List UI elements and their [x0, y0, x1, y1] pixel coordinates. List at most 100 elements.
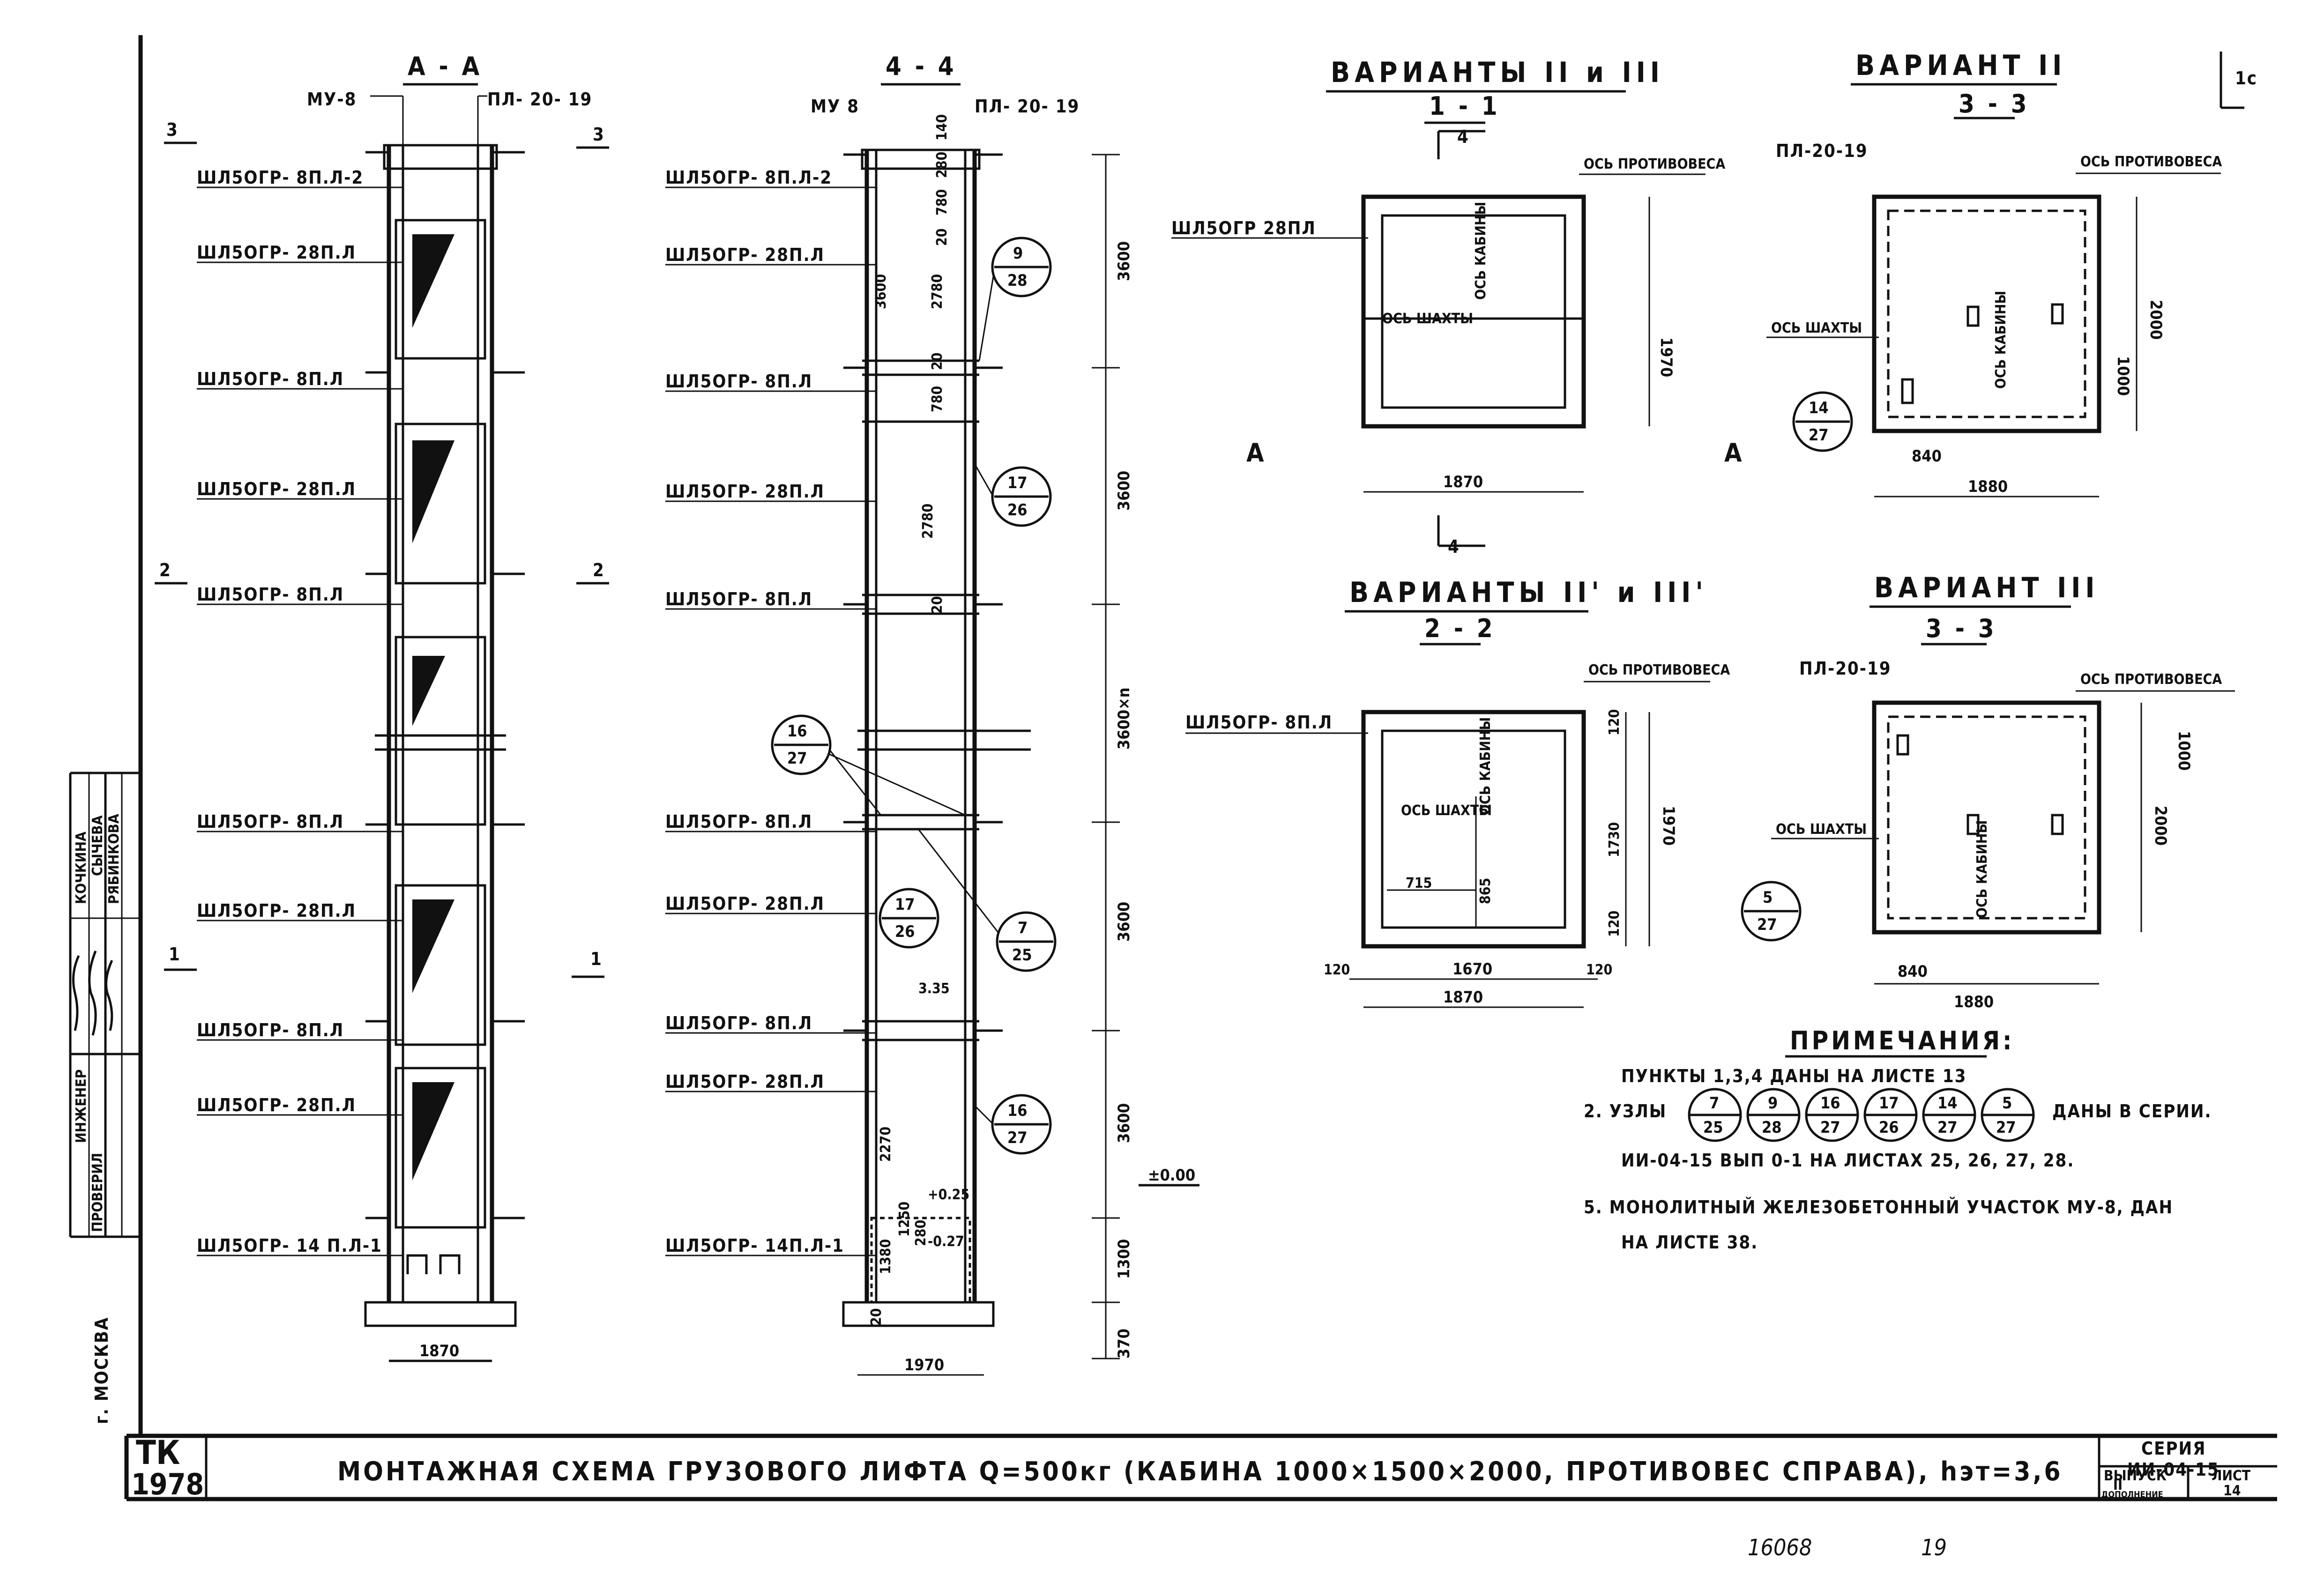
44-dim-20d: 20 — [868, 1308, 885, 1326]
aa-panel-label: ШЛ5ОГР- 28П.Л — [197, 1095, 356, 1115]
aa-panel-label: ШЛ5ОГР- 28П.Л — [197, 242, 356, 263]
svg-text:14: 14 — [1937, 1094, 1958, 1113]
series-label: СЕРИЯ — [2141, 1438, 2206, 1459]
node-bubble: 16 27 — [771, 714, 966, 816]
plan-11-dim-w: 1870 — [1443, 473, 1483, 491]
aa-panel-label: ШЛ5ОГР- 8П.Л-2 — [197, 167, 364, 188]
plan-11-dim-h: 1970 — [1657, 337, 1676, 377]
notes-line1: ПУНКТЫ 1,3,4 ДАНЫ НА ЛИСТЕ 13 — [1621, 1066, 1966, 1086]
svg-text:16: 16 — [787, 722, 807, 741]
svg-text:7: 7 — [1709, 1094, 1719, 1113]
44-dim-2270: 2270 — [878, 1127, 894, 1162]
svg-text:17: 17 — [895, 895, 915, 914]
44-dim-780b: 780 — [929, 386, 946, 412]
stamp-role-engineer: ИНЖЕНЕР — [73, 1070, 89, 1143]
corner-mark: 1c — [2235, 68, 2257, 89]
44-dim-140: 140 — [934, 114, 950, 141]
44-level-zero: ±0.00 — [1148, 1166, 1195, 1185]
svg-text:5: 5 — [1763, 888, 1773, 907]
issue-value: II — [2113, 1477, 2123, 1493]
plan-33ii-top: ПЛ-20-19 — [1776, 141, 1868, 161]
svg-text:26: 26 — [1007, 501, 1028, 520]
plan-33iii-cw-axis: ОСЬ ПРОТИВОВЕСА — [2080, 671, 2222, 688]
plan-33ii-dim-h2: 1000 — [2114, 356, 2132, 396]
plan-22-dim-715: 715 — [1406, 875, 1432, 891]
bottom-number-2: 19 — [1921, 1535, 1947, 1561]
plan-22-title: ВАРИАНТЫ II' и III' — [1349, 576, 1708, 609]
svg-text:5: 5 — [2002, 1094, 2012, 1113]
tk-year: 1978 — [131, 1467, 204, 1501]
svg-text:27: 27 — [1820, 1118, 1840, 1137]
section-44-title: 4 - 4 — [886, 52, 957, 81]
svg-text:27: 27 — [1809, 426, 1829, 445]
44-panel-label: ШЛ5ОГР- 8П.Л — [665, 589, 812, 609]
svg-text:27: 27 — [787, 749, 807, 768]
plan-22-shaft: ОСЬ ШАХТЫ — [1401, 802, 1492, 819]
sheet-frame — [124, 35, 2277, 1501]
dim-chain-44 — [1092, 154, 1120, 1359]
44-dim-3600-2: 3600 — [1115, 471, 1133, 511]
44-panel-label: ШЛ5ОГР- 8П.Л-2 — [665, 167, 832, 188]
44-dim-280b: 280 — [913, 1220, 929, 1246]
notes-line2-suffix: ДАНЫ В СЕРИИ. — [2052, 1101, 2212, 1122]
plan-22-walls — [1361, 710, 1586, 949]
panel-leaders-44 — [665, 186, 876, 1256]
44-dim-2780: 2780 — [929, 274, 946, 309]
node-bubble: 16 27 — [974, 1094, 1052, 1155]
sheet-value: 14 — [2223, 1483, 2241, 1499]
44-panel-label: ШЛ5ОГР- 28П.Л — [665, 1071, 825, 1092]
plan-33iii-dim-w: 1880 — [1954, 993, 1994, 1011]
plan-33iii-dim-h: 2000 — [2151, 806, 2170, 846]
cut2-left: 2 — [159, 560, 171, 580]
44-dim-20c: 20 — [929, 596, 946, 614]
aa-panel-label: ШЛ5ОГР- 8П.Л — [197, 369, 344, 389]
notes-line3: ИИ-04-15 ВЫП 0-1 НА ЛИСТАХ 25, 26, 27, 2… — [1621, 1150, 2074, 1171]
aa-panel-label: ШЛ5ОГР- 28П.Л — [197, 900, 356, 921]
plan-33ii-dim-840: 840 — [1912, 447, 1942, 466]
notes-node-3: 16 27 — [1805, 1088, 1859, 1142]
issue-label: ВЫПУСК — [2104, 1468, 2167, 1484]
cut1-left: 1 — [169, 944, 181, 965]
plan-22-dim-1730: 1730 — [1606, 822, 1623, 857]
sheet-title: МОНТАЖНАЯ СХЕМА ГРУЗОВОГО ЛИФТА Q=500кг … — [337, 1456, 2063, 1487]
plan-33iii-walls — [1872, 700, 2101, 935]
cut3-right: 3 — [593, 124, 605, 145]
44-level-minus: -0.27 — [928, 1233, 964, 1250]
44-dim-width: 1970 — [904, 1356, 944, 1374]
44-dim-780: 780 — [934, 189, 950, 215]
plan-11-cw-axis: ОСЬ ПРОТИВОВЕСА — [1584, 156, 1725, 172]
section-aa-title: А - А — [408, 52, 482, 81]
stamp-name-1: КОЧКИНА — [73, 832, 89, 904]
44-dim-3600-4: 3600 — [1115, 902, 1133, 942]
notes-node-6: 5 27 — [1981, 1088, 2035, 1142]
plan-22-dim-1970: 1970 — [1659, 806, 1678, 846]
node-bubble: 17 26 — [879, 888, 939, 949]
shaft-column-44 — [842, 149, 1031, 1327]
stamp-role-checker: ПРОВЕРИЛ — [89, 1153, 106, 1232]
plan-33ii-dim-w: 1880 — [1968, 477, 2008, 496]
plan-33iii-cut: 3 - 3 — [1926, 614, 1997, 643]
44-panel-label: ШЛ5ОГР- 8П.Л — [665, 1013, 812, 1033]
plan-33iii-shaft: ОСЬ ШАХТЫ — [1776, 821, 1867, 838]
plan-11-walls — [1361, 194, 1586, 429]
shaft-column-aa — [364, 144, 517, 1362]
plan-22-panel: ШЛ5ОГР- 8П.Л — [1185, 712, 1333, 733]
44-dim-20b: 20 — [929, 352, 946, 370]
city-label: г. МОСКВА — [91, 1317, 112, 1424]
44-panel-label: ШЛ5ОГР- 8П.Л — [665, 371, 812, 392]
svg-text:26: 26 — [1879, 1118, 1899, 1137]
svg-text:16: 16 — [1820, 1094, 1840, 1113]
svg-text:16: 16 — [1007, 1101, 1028, 1120]
plan-33iii-cabin: ОСЬ КАБИНЫ — [1974, 820, 1990, 918]
slab-ticks-aa — [365, 151, 525, 1219]
44-level-335: 3.35 — [918, 980, 950, 997]
plan-33ii-walls — [1872, 194, 2101, 433]
svg-text:9: 9 — [1768, 1094, 1778, 1113]
plan-33iii-title: ВАРИАНТ III — [1874, 572, 2099, 604]
aa-panel-label: ШЛ5ОГР- 28П.Л — [197, 479, 356, 499]
plan-22-dim-w: 1870 — [1443, 988, 1483, 1007]
44-panel-label: ШЛ5ОГР- 28П.Л — [665, 893, 825, 914]
44-dim-1380: 1380 — [878, 1239, 894, 1274]
svg-text:7: 7 — [1018, 919, 1028, 937]
